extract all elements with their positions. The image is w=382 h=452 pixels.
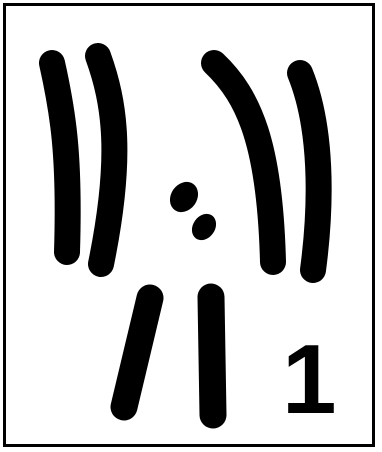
chromosome-lower-left xyxy=(124,298,150,407)
panel-number-label: 1 xyxy=(282,330,337,428)
chromosome-upper-left-outer xyxy=(52,63,68,252)
small-chromosome-fragment-upper xyxy=(164,176,204,217)
small-chromosome-fragment-lower xyxy=(187,209,221,245)
chromosome-lower-right xyxy=(211,297,213,415)
chromosome-upper-right-right xyxy=(300,73,319,270)
chromosome-upper-left-inner xyxy=(98,56,114,264)
chromosome-upper-right-left xyxy=(214,63,273,262)
